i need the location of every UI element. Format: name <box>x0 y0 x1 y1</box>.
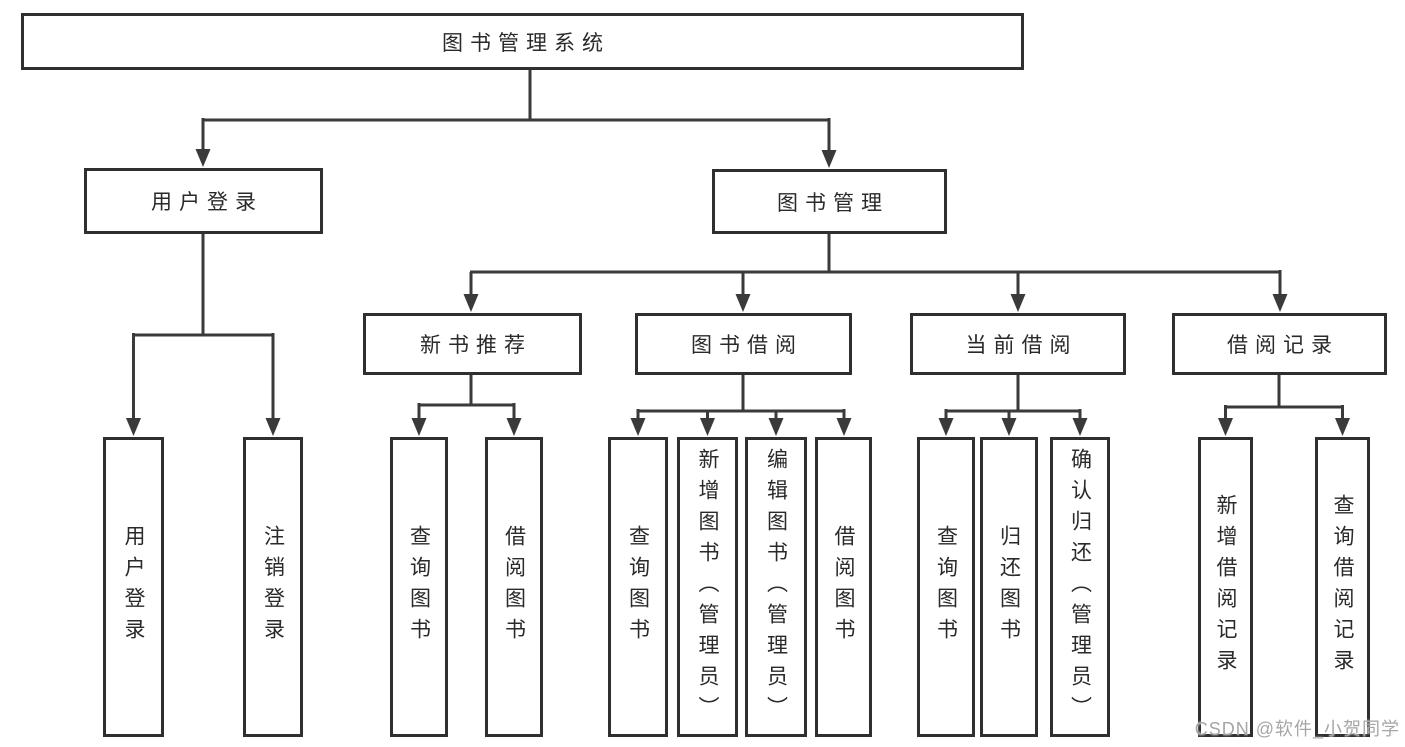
node-label: 新书推荐 <box>420 334 532 357</box>
node-borrowing-records: 借阅记录 <box>1172 313 1387 375</box>
node-label: 借阅图书 <box>502 525 526 649</box>
node-label: 借阅记录 <box>1227 334 1339 357</box>
leaf-query-books-current: 查询图书 <box>917 437 975 737</box>
node-label: 查询借阅记录 <box>1331 494 1354 680</box>
leaf-user-login: 用户登录 <box>103 437 164 737</box>
arrowheads <box>126 149 1350 436</box>
leaf-borrow-books-borrowing: 借阅图书 <box>815 437 872 737</box>
node-label: 用户登录 <box>122 525 145 649</box>
node-library-management-system: 图书管理系统 <box>21 13 1024 70</box>
node-label: 当前借阅 <box>965 334 1078 357</box>
node-label: 查询图书 <box>407 525 431 649</box>
leaf-query-books-borrowing: 查询图书 <box>608 437 668 737</box>
node-label: 编辑图书（管理员） <box>764 447 788 727</box>
node-new-book-recommend: 新书推荐 <box>363 313 582 375</box>
node-label: 图书管理系统 <box>442 31 610 55</box>
node-book-management: 图书管理 <box>712 169 947 234</box>
node-label: 新增借阅记录 <box>1214 494 1237 680</box>
node-user-login-branch: 用户登录 <box>84 168 323 234</box>
leaf-confirm-return-admin: 确认归还（管理员） <box>1050 437 1110 737</box>
csdn-watermark: CSDN @软件_小贺同学 <box>1194 719 1400 739</box>
node-label: 查询图书 <box>626 525 650 649</box>
leaf-query-books-recommend: 查询图书 <box>390 437 448 737</box>
node-label: 新增图书（管理员） <box>696 447 719 727</box>
node-label: 确认归还（管理员） <box>1068 447 1092 727</box>
leaf-add-borrow-record: 新增借阅记录 <box>1198 437 1253 737</box>
node-label: 图书借阅 <box>691 334 803 357</box>
node-label: 归还图书 <box>997 525 1021 649</box>
node-label: 借阅图书 <box>832 525 855 649</box>
leaf-logout: 注销登录 <box>243 437 303 737</box>
leaf-query-borrow-record: 查询借阅记录 <box>1315 437 1370 737</box>
leaf-return-books: 归还图书 <box>980 437 1038 737</box>
leaf-edit-book-admin: 编辑图书（管理员） <box>745 437 807 737</box>
leaf-borrow-books-recommend: 借阅图书 <box>485 437 543 737</box>
node-current-borrowing: 当前借阅 <box>910 313 1126 375</box>
leaf-add-book-admin: 新增图书（管理员） <box>677 437 738 737</box>
node-label: 注销登录 <box>261 525 285 649</box>
node-label: 用户登录 <box>151 191 263 214</box>
node-label: 查询图书 <box>934 525 958 649</box>
node-book-borrowing: 图书借阅 <box>635 313 852 375</box>
node-label: 图书管理 <box>777 191 889 215</box>
